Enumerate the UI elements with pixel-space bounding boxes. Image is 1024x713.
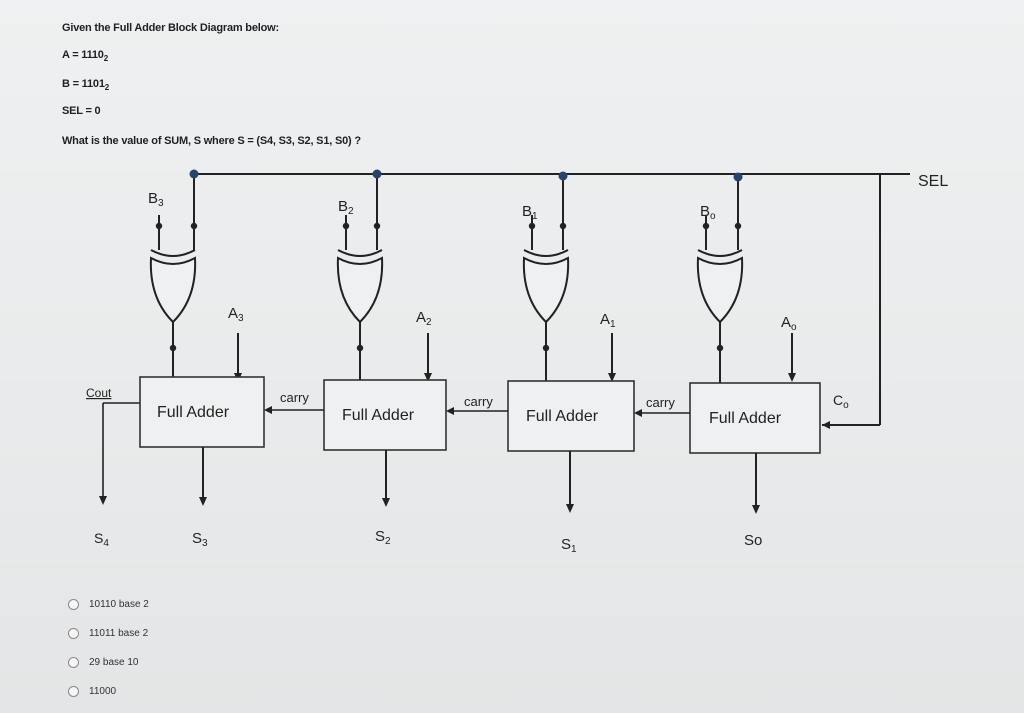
cout-label: Cout — [86, 386, 112, 400]
b-input-dot — [702, 222, 710, 230]
cout-arrow — [99, 496, 107, 505]
carry-arrow — [634, 409, 642, 417]
full-adder-label: Full Adder — [157, 404, 230, 421]
option-label: 29 base 10 — [89, 657, 139, 668]
b-label: B1 — [522, 203, 538, 222]
b-label: B2 — [338, 198, 354, 217]
junction-dot — [558, 171, 568, 181]
junction-dot — [189, 169, 199, 179]
xor-gate-back — [523, 249, 569, 257]
radio-button[interactable] — [68, 599, 79, 610]
xor-output-dot — [169, 344, 177, 352]
sel-input-dot — [559, 222, 567, 230]
option-label: 10110 base 2 — [89, 599, 149, 610]
a-label: Ao — [781, 314, 797, 333]
xor-output-dot — [716, 344, 724, 352]
carry-label: carry — [646, 395, 675, 410]
carry-arrow — [264, 406, 272, 414]
c0-label: Co — [833, 392, 849, 411]
option-4[interactable]: 11000 — [68, 677, 149, 706]
sum-output-arrow — [199, 497, 207, 506]
b-label: B3 — [148, 190, 164, 209]
radio-button[interactable] — [68, 657, 79, 668]
carry-label: carry — [280, 390, 309, 405]
carry-label: carry — [464, 394, 493, 409]
b-input-dot — [342, 222, 350, 230]
a-label: A3 — [228, 305, 244, 324]
xor-gate-back — [337, 249, 383, 257]
option-3[interactable]: 29 base 10 — [68, 648, 149, 677]
s4-label: S4 — [94, 530, 109, 549]
operand-a: A = 11102 — [62, 49, 108, 64]
sum-output-arrow — [382, 498, 390, 507]
operand-b: B = 11012 — [62, 78, 109, 93]
xor-gate-back — [697, 249, 743, 257]
question-prompt: What is the value of SUM, S where S = (S… — [62, 135, 361, 147]
b-label: Bo — [700, 203, 716, 222]
sum-output-arrow — [752, 505, 760, 514]
b-input-dot — [528, 222, 536, 230]
junction-dot — [372, 169, 382, 179]
sum-label: S3 — [192, 530, 208, 549]
xor-output-dot — [356, 344, 364, 352]
sel-input-dot — [734, 222, 742, 230]
sum-output-arrow — [566, 504, 574, 513]
full-adder-label: Full Adder — [709, 410, 782, 427]
xor-gate-icon — [336, 256, 384, 324]
xor-gate-icon — [696, 256, 744, 324]
sel-label: SEL — [918, 173, 948, 190]
radio-button[interactable] — [68, 686, 79, 697]
c0-arrow — [822, 421, 830, 429]
a-label: A2 — [416, 309, 432, 328]
full-adder-label: Full Adder — [526, 408, 599, 425]
sum-label: So — [744, 532, 762, 549]
a-input-arrow — [424, 373, 432, 382]
full-adder-label: Full Adder — [342, 407, 415, 424]
option-2[interactable]: 11011 base 2 — [68, 619, 149, 648]
sum-label: S1 — [561, 536, 577, 555]
option-1[interactable]: 10110 base 2 — [68, 590, 149, 619]
answer-options: 10110 base 2 11011 base 2 29 base 10 110… — [68, 590, 149, 706]
option-label: 11011 base 2 — [89, 628, 149, 639]
sel-input-dot — [373, 222, 381, 230]
a-label: A1 — [600, 311, 616, 330]
radio-button[interactable] — [68, 628, 79, 639]
xor-gate-back — [150, 249, 196, 257]
full-adder-block — [689, 382, 821, 454]
sel-value: SEL = 0 — [62, 105, 101, 117]
full-adder-block — [139, 376, 265, 448]
xor-gate-icon — [522, 256, 570, 324]
carry-arrow — [446, 407, 454, 415]
xor-gate-icon — [149, 256, 197, 324]
sum-label: S2 — [375, 528, 391, 547]
b-input-dot — [155, 222, 163, 230]
option-label: 11000 — [89, 686, 117, 697]
junction-dot — [733, 172, 743, 182]
sel-input-dot — [190, 222, 198, 230]
xor-output-dot — [542, 344, 550, 352]
a-input-arrow — [788, 373, 796, 382]
question-intro: Given the Full Adder Block Diagram below… — [62, 22, 279, 34]
a-input-arrow — [608, 373, 616, 382]
